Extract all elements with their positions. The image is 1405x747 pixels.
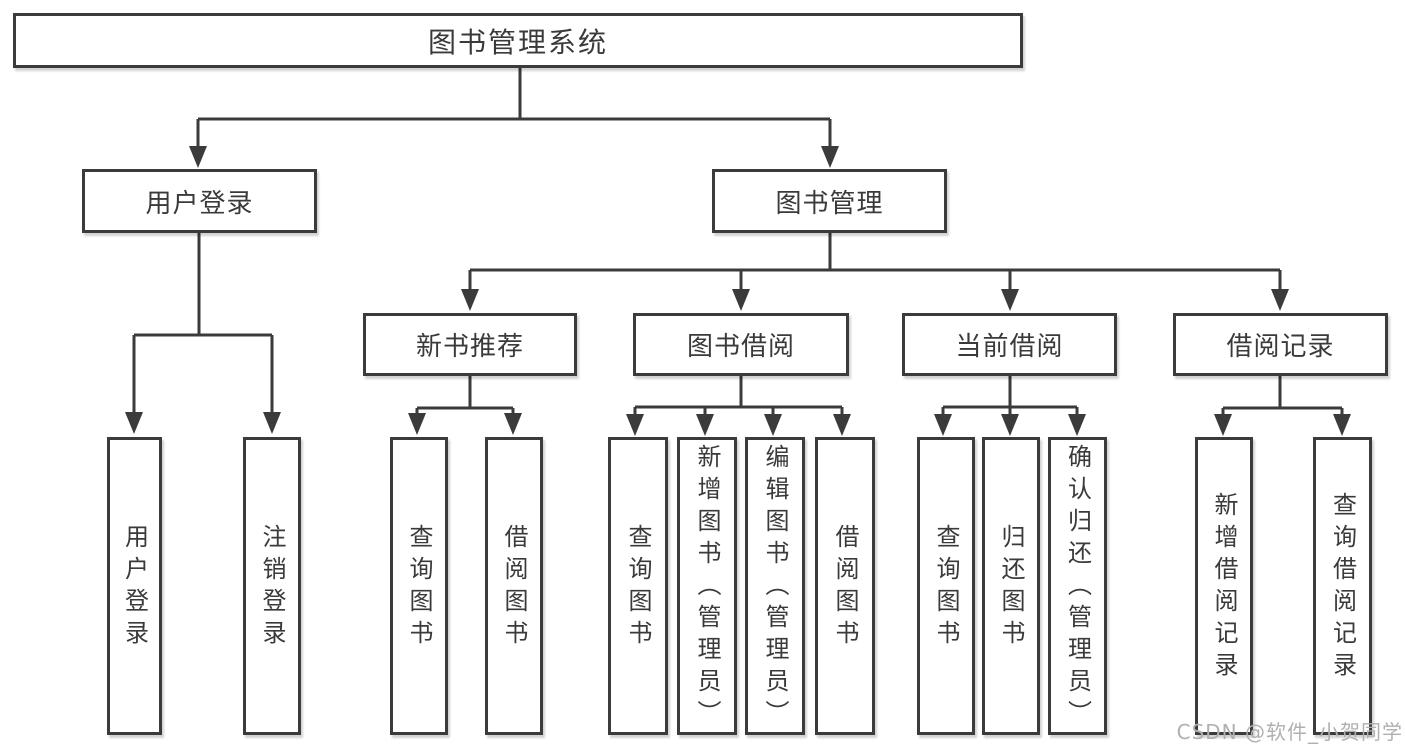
node-current-borrowing: 当前借阅 xyxy=(902,313,1117,376)
csdn-watermark: CSDN @软件_小贺同学 xyxy=(1176,720,1403,744)
leaf-return-books: 归还图书 xyxy=(982,437,1040,735)
leaf-borrow-books: 借阅图书 xyxy=(485,437,543,735)
node-book-borrowing: 图书借阅 xyxy=(633,313,849,376)
node-root: 图书管理系统 xyxy=(13,13,1023,68)
leaf-add-book-admin: 新增图书（管理员） xyxy=(677,437,737,735)
leaf-edit-book-admin: 编辑图书（管理员） xyxy=(745,437,805,735)
leaf-borrow-books-2: 借阅图书 xyxy=(815,437,875,735)
node-borrowing-records: 借阅记录 xyxy=(1173,313,1388,376)
arrowheads xyxy=(125,146,1351,436)
node-new-books: 新书推荐 xyxy=(363,313,577,376)
leaf-query-books-3: 查询图书 xyxy=(917,437,975,735)
node-book-management: 图书管理 xyxy=(712,169,947,233)
leaf-query-books-2: 查询图书 xyxy=(608,437,668,735)
leaf-query-books: 查询图书 xyxy=(390,437,448,735)
leaf-logout: 注销登录 xyxy=(243,437,301,735)
leaf-user-login: 用户登录 xyxy=(107,437,162,735)
node-user-login: 用户登录 xyxy=(82,169,317,233)
leaf-confirm-return-admin: 确认归还（管理员） xyxy=(1048,437,1107,735)
leaf-query-borrow-record: 查询借阅记录 xyxy=(1313,437,1372,735)
leaf-add-borrow-record: 新增借阅记录 xyxy=(1195,437,1253,735)
